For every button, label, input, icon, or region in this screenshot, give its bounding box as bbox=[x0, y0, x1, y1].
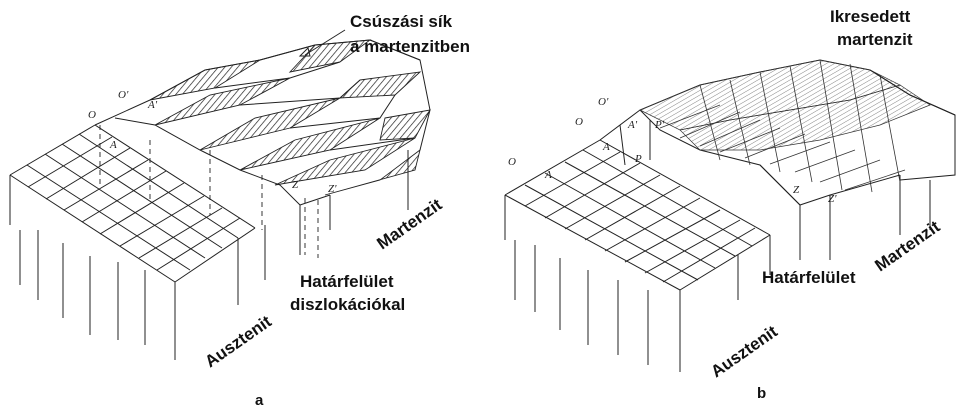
panel-a-point-O: O bbox=[88, 109, 96, 121]
panel-a-martensite-label: Martenzit bbox=[373, 195, 445, 254]
panel-b-twinned-label-2: martenzit bbox=[837, 30, 913, 49]
panel-b-martensite-relief bbox=[600, 60, 955, 205]
panel-b-austenite-label: Ausztenit bbox=[707, 322, 781, 382]
panel-b-twinned-label-1: Ikresedett bbox=[830, 7, 911, 26]
panel-b-point-Z: Z bbox=[793, 184, 800, 196]
panel-b-point-O: O bbox=[508, 156, 516, 168]
panel-b-interface-label: Határfelület bbox=[762, 268, 856, 287]
panel-b-point-P: P bbox=[634, 153, 642, 165]
panel-b-point-A-prime: A' bbox=[627, 119, 638, 131]
panel-a-slip-plane-label-2: a martenzitben bbox=[350, 37, 470, 56]
panel-a-slip-plane-label-1: Csúszási sík bbox=[350, 12, 453, 31]
panel-a-point-Z-prime: Z' bbox=[328, 183, 337, 195]
panel-b-point-A2: A bbox=[602, 141, 610, 153]
panel-a-martensite-relief bbox=[95, 30, 430, 230]
panel-b-point-O-prime: O' bbox=[598, 96, 609, 108]
panel-a-point-O-prime: O' bbox=[118, 89, 129, 101]
panel-b-letter: b bbox=[757, 385, 766, 402]
panel-a-austenite-label: Ausztenit bbox=[201, 312, 275, 372]
panel-b-austenite-block bbox=[505, 140, 930, 372]
panel-b-point-O2: O bbox=[575, 116, 583, 128]
panel-b-martensite-label: Martenzit bbox=[871, 217, 943, 276]
panel-a-point-Z: Z bbox=[292, 179, 299, 191]
panel-b-point-P-prime: P' bbox=[654, 119, 665, 131]
panel-a-interface-label-1: Határfelület bbox=[300, 272, 394, 291]
panel-b-point-Z-prime: Z' bbox=[828, 193, 837, 205]
panel-a-interface-label-2: diszlokációkal bbox=[290, 295, 405, 314]
panel-a: O O' A' A Z Z' Csúszási sík a martenzitb… bbox=[10, 12, 470, 409]
panel-b-point-A: A bbox=[544, 169, 552, 181]
panel-a-letter: a bbox=[255, 392, 264, 409]
panel-a-point-A: A bbox=[109, 139, 117, 151]
panel-b: O A O O' A' P' A P Z Z' Ikresedett marte… bbox=[505, 7, 955, 402]
panel-a-point-A-prime: A' bbox=[147, 99, 158, 111]
